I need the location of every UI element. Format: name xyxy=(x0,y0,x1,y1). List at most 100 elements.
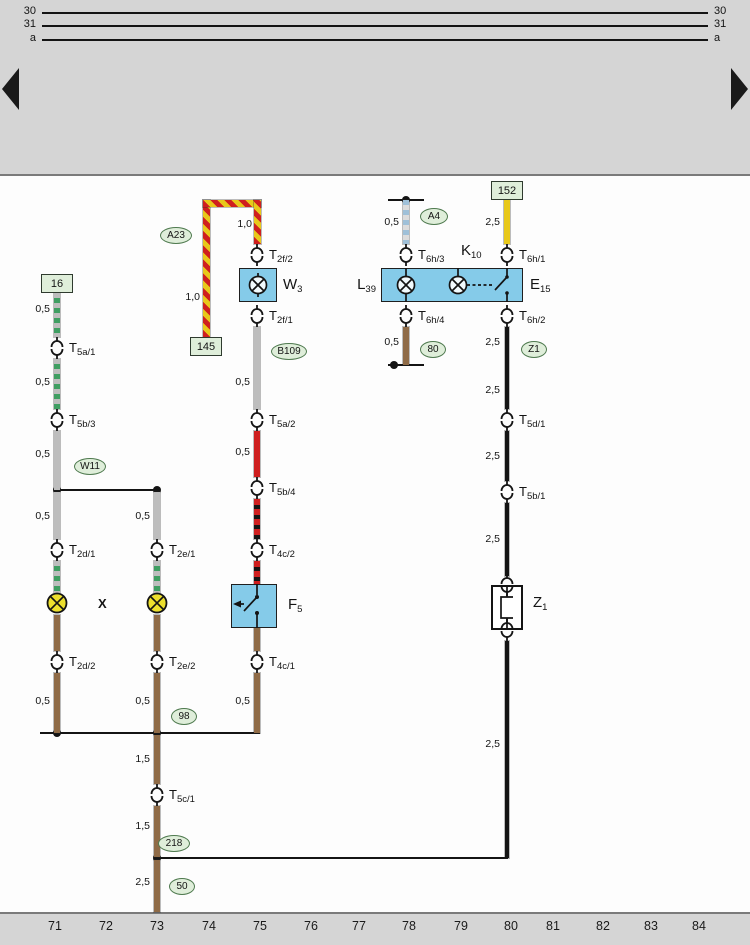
column-ruler-band xyxy=(0,912,750,945)
wire-lamp-to-t2e2 xyxy=(154,615,160,651)
connector-icon-t5b1 xyxy=(500,481,514,503)
gauge-label: 2,5 xyxy=(485,336,500,348)
gauge-label: 1,0 xyxy=(237,218,252,230)
gauge-label: 2,5 xyxy=(485,533,500,545)
wire-t2e2-to-junction xyxy=(154,673,160,733)
gauge-label: 0,5 xyxy=(235,446,250,458)
column-number-82: 82 xyxy=(596,919,610,933)
wire-to-t6h3 xyxy=(403,200,409,244)
wire-t5c1-to-218 xyxy=(154,806,160,857)
gauge-label: 0,5 xyxy=(235,695,250,707)
component-label-l39: L39 xyxy=(357,276,376,295)
gauge-label: 1,0 xyxy=(185,291,200,303)
connector-icon-t6h3 xyxy=(399,244,413,266)
ref-oval-218: 218 xyxy=(158,835,190,852)
terminal-label-t6h4: T6h/4 xyxy=(418,308,445,326)
wire-t5b1-to-z1 xyxy=(505,503,509,576)
connector-icon-t2f2 xyxy=(250,244,264,266)
component-box-f5 xyxy=(231,584,277,628)
gauge-label: 0,5 xyxy=(135,510,150,522)
connector-icon-t5a2 xyxy=(250,409,264,431)
bulb-icon-w3 xyxy=(248,273,268,297)
terminal-label-t5a2: T5a/2 xyxy=(269,412,296,430)
connector-icon-t5a1 xyxy=(50,337,64,359)
column-number-79: 79 xyxy=(454,919,468,933)
terminal-label-t5d1: T5d/1 xyxy=(519,412,546,430)
wire-z1-to-junction xyxy=(505,641,509,858)
continuation-bar-80 xyxy=(388,364,424,366)
bus-label-30-right: 30 xyxy=(714,5,727,17)
column-number-73: 73 xyxy=(150,919,164,933)
bus-label-31-right: 31 xyxy=(714,18,727,30)
gauge-label: 0,5 xyxy=(35,695,50,707)
terminal-label-t4c2: T4c/2 xyxy=(269,542,295,560)
column-number-77: 77 xyxy=(352,919,366,933)
bus-line-30 xyxy=(42,12,708,14)
component-label-w3: W3 xyxy=(283,276,303,295)
wire-t5d1-to-t5b1 xyxy=(505,431,509,481)
terminal-label-t5b3: T5b/3 xyxy=(69,412,96,430)
terminal-label-t5b1: T5b/1 xyxy=(519,484,546,502)
wire-t5a1-to-t5b3 xyxy=(54,359,60,409)
gauge-label: 0,5 xyxy=(135,695,150,707)
wire-t2d2-to-junction xyxy=(54,673,60,733)
wire-t6h4-to-80 xyxy=(403,327,409,365)
ref-oval-80: 80 xyxy=(420,341,446,358)
column-number-81: 81 xyxy=(546,919,560,933)
terminal-label-t2e1: T2e/1 xyxy=(169,542,196,560)
connector-icon-t6h2 xyxy=(500,305,514,327)
gauge-label: 0,5 xyxy=(35,510,50,522)
bus-label-31-left: 31 xyxy=(23,18,36,30)
junction-line-w11 xyxy=(57,489,157,491)
terminal-label-t5c1: T5c/1 xyxy=(169,787,195,805)
connector-icon-t5b4 xyxy=(250,477,264,499)
wire-152-to-t6h1 xyxy=(504,200,510,244)
gauge-label: 0,5 xyxy=(35,376,50,388)
gauge-label: 0,5 xyxy=(384,216,399,228)
ref-oval-b109: B109 xyxy=(271,343,307,360)
connector-icon-t6h4 xyxy=(399,305,413,327)
wire-w11-to-t2d1 xyxy=(54,492,60,539)
terminal-label-t6h2: T6h/2 xyxy=(519,308,546,326)
column-number-74: 74 xyxy=(202,919,216,933)
bus-line-a xyxy=(42,39,708,41)
bus-label-a-left: a xyxy=(29,32,36,44)
junction-dot xyxy=(390,361,398,369)
component-label-e15: E15 xyxy=(530,276,551,295)
wire-w11-to-t2e1 xyxy=(154,492,160,539)
connector-icon-t4c1 xyxy=(250,651,264,673)
prev-page-arrow-icon[interactable] xyxy=(2,68,19,110)
bulb-icon-left-lamp xyxy=(46,592,68,614)
bus-label-30-left: 30 xyxy=(23,5,36,17)
column-number-83: 83 xyxy=(644,919,658,933)
junction-dot xyxy=(153,854,161,862)
top-bus-band xyxy=(0,0,750,176)
terminal-label-t6h3: T6h/3 xyxy=(418,247,445,265)
ref-oval-z1: Z1 xyxy=(521,341,547,358)
connector-icon-z1-bottom xyxy=(500,619,514,641)
terminal-label-t2d1: T2d/1 xyxy=(69,542,96,560)
ref-oval-a23: A23 xyxy=(160,227,192,244)
wire-t5b4-to-t4c2 xyxy=(254,499,260,539)
terminal-label-t4c1: T4c/1 xyxy=(269,654,295,672)
wire-t2f1-to-t5a2 xyxy=(254,327,260,409)
next-page-arrow-icon[interactable] xyxy=(731,68,748,110)
connector-icon-z1-top xyxy=(500,574,514,596)
component-label-k10: K10 xyxy=(461,242,482,261)
connector-icon-t2f1 xyxy=(250,305,264,327)
wire-t5a2-to-t5b4 xyxy=(254,431,260,477)
junction-dot xyxy=(153,729,161,737)
bulb-icon-mid-lamp xyxy=(146,592,168,614)
gauge-label: 2,5 xyxy=(485,216,500,228)
connector-icon-t2e1 xyxy=(150,539,164,561)
connection-box-145: 145 xyxy=(190,337,222,356)
junction-dot xyxy=(53,729,61,737)
terminal-label-t5a1: T5a/1 xyxy=(69,340,96,358)
connector-icon-t5b3 xyxy=(50,409,64,431)
wire-to-t2f2 xyxy=(254,200,261,244)
junction-line-218 xyxy=(157,857,508,859)
connector-icon-t6h1 xyxy=(500,244,514,266)
column-number-76: 76 xyxy=(304,919,318,933)
ref-oval-w11: W11 xyxy=(74,458,106,475)
gauge-label: 2,5 xyxy=(485,450,500,462)
